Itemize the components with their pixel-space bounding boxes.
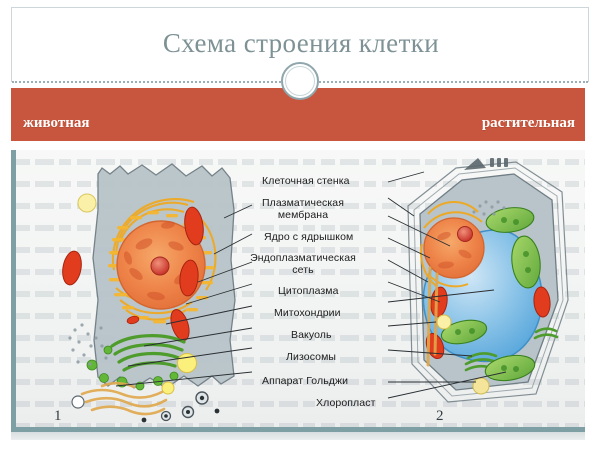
plant-chloroplasts: [440, 207, 541, 382]
callout-golgi: Аппарат Гольджи: [262, 375, 349, 387]
callout-cell-wall: Клеточная стенка: [262, 175, 350, 187]
callout-lysosomes: Лизосомы: [286, 351, 337, 363]
figure-frame: 1 2 Клеточная стенка Плазматическая мемб…: [11, 150, 585, 432]
callout-mitochondria: Митохондрии: [274, 307, 341, 319]
figure-number-animal: 1: [54, 408, 62, 424]
page-title: Схема строения клетки: [162, 28, 440, 58]
figure-image: 1 2 Клеточная стенка Плазматическая мемб…: [16, 150, 585, 427]
callout-chloroplast: Хлоропласт: [316, 397, 376, 409]
callout-endoplasmic-line2: сеть: [292, 263, 314, 276]
animal-centrioles: [71, 391, 220, 423]
animal-cell: [62, 163, 236, 423]
circle-ornament-icon: [281, 62, 319, 100]
page-bottom-edge: [11, 432, 585, 440]
plant-cell: [407, 158, 569, 403]
callout-endoplasmic-line1: Эндоплазматическая: [250, 252, 356, 264]
callout-nucleus: Ядро с ядрышком: [264, 231, 354, 243]
animal-mitochondria: [62, 206, 204, 341]
cell-diagram-svg: [62, 158, 569, 423]
callout-cytoplasm: Цитоплазма: [278, 285, 339, 297]
figure-number-plant: 2: [436, 408, 444, 424]
callout-leader-lines: [115, 171, 507, 399]
callout-vacuole: Вакуоль: [291, 329, 332, 341]
callout-plasma-membrane-line2: мембрана: [277, 208, 329, 221]
band-label-animal: животная: [23, 115, 90, 131]
callout-endoplasmic-reticulum: Эндоплазматическая сеть: [248, 252, 358, 276]
callout-plasma-membrane: Плазматическая мембрана: [257, 197, 349, 221]
animal-ribosomes: [68, 323, 108, 366]
callout-plasma-membrane-line1: Плазматическая: [261, 197, 345, 209]
band-label-plant: растительная: [481, 115, 575, 131]
